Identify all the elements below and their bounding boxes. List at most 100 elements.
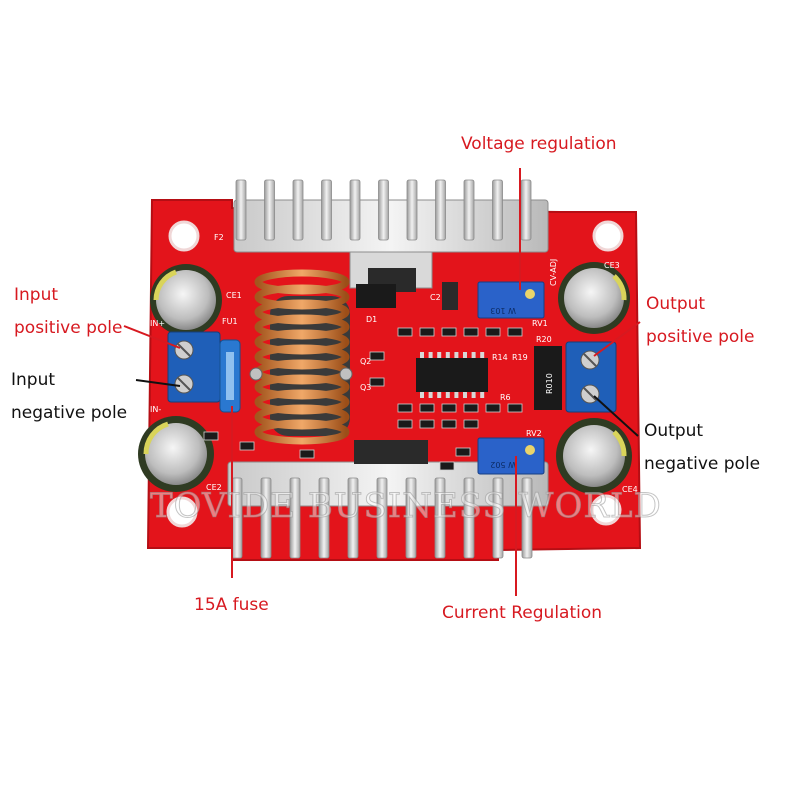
- smd-part: [397, 403, 413, 413]
- ic-pin: [480, 392, 485, 398]
- heatsink-fin: [347, 477, 359, 559]
- heatsink-fin: [349, 179, 361, 241]
- silk-fu1: FU1: [222, 317, 238, 326]
- leader-lines: [123, 168, 641, 596]
- silk-ce4: CE4: [622, 485, 638, 494]
- silk-rv1: RV1: [532, 319, 548, 328]
- inductor-coil: [249, 269, 353, 445]
- capacitor-ce2: [138, 416, 214, 492]
- leader-output-negative: [593, 395, 639, 437]
- silk-ce3: CE3: [604, 261, 620, 270]
- ic-pin: [471, 392, 476, 398]
- heatsink-fin: [260, 477, 272, 559]
- silk-d1: D1: [366, 315, 377, 324]
- potentiometer-voltage: [477, 281, 545, 319]
- smd-part: [439, 461, 455, 471]
- silk-r14: R14: [492, 353, 508, 362]
- smd-part: [239, 441, 255, 451]
- heatsink-fin: [235, 179, 247, 241]
- ic-pin: [454, 392, 459, 398]
- smd-part: [419, 419, 435, 429]
- label-input-negative-line2: negative pole: [11, 403, 128, 423]
- label-current-regulation: Current Regulation: [442, 603, 603, 623]
- leader-input-positive: [123, 325, 181, 349]
- label-output-positive-line1: Output: [646, 294, 706, 314]
- leader-output-positive: [593, 321, 641, 357]
- output-terminal-block: [565, 341, 617, 413]
- capacitor-ce4: [556, 418, 632, 494]
- label-fuse: 15A fuse: [194, 595, 269, 615]
- heatsink-fin: [435, 179, 446, 241]
- silk-f2: F2: [214, 233, 224, 242]
- heatsink-fin: [321, 179, 332, 241]
- ic-pin: [428, 352, 433, 358]
- silk-r20: R20: [536, 335, 552, 344]
- mounting-hole: [168, 220, 200, 252]
- heatsink-fin: [463, 477, 475, 559]
- heatsink-fin: [406, 179, 418, 241]
- heatsink-fin: [434, 477, 446, 559]
- smd-part: [463, 403, 479, 413]
- mounting-hole: [592, 220, 624, 252]
- smd-part: [397, 419, 413, 429]
- potentiometer-current: [477, 437, 545, 475]
- label-output-negative-line2: negative pole: [644, 454, 761, 474]
- mounting-hole: [590, 494, 622, 526]
- smd-part: [485, 327, 501, 337]
- smd-part: [369, 377, 385, 387]
- smd-part: [455, 447, 471, 457]
- silk-q2: Q2: [360, 357, 371, 366]
- smd-part: [441, 327, 457, 337]
- smd-part: [369, 351, 385, 361]
- silk-r6: R6: [500, 393, 511, 402]
- ic-pin: [445, 392, 450, 398]
- silk-in-plus: IN+: [150, 319, 165, 328]
- ic-pin: [445, 352, 450, 358]
- silk-pot-bottom: W 502: [490, 460, 516, 469]
- heatsink-fin: [520, 179, 532, 241]
- smd-part: [419, 327, 435, 337]
- ic-pin: [428, 392, 433, 398]
- ic-pin: [437, 392, 442, 398]
- capacitor-ce3: [558, 262, 630, 334]
- ic-pin: [454, 352, 459, 358]
- smd-part: [507, 403, 523, 413]
- ic-pin: [437, 352, 442, 358]
- smd-part: [463, 419, 479, 429]
- ic-pin: [471, 352, 476, 358]
- silk-shunt: R010: [545, 373, 554, 394]
- heatsink-fin: [378, 179, 389, 241]
- mounting-hole: [166, 496, 198, 528]
- label-input-negative-line1: Input: [11, 370, 56, 390]
- label-input-positive-line2: positive pole: [14, 318, 123, 338]
- smd-part: [419, 403, 435, 413]
- heatsink-fin: [521, 477, 533, 559]
- heatsink-fin: [292, 179, 304, 241]
- ic-pin: [463, 392, 467, 398]
- label-voltage-regulation: Voltage regulation: [461, 134, 617, 154]
- heatsink-fin: [463, 179, 475, 241]
- heatsink-fin: [264, 179, 275, 241]
- smd-part: [463, 327, 479, 337]
- smd-part: [485, 403, 501, 413]
- silk-c2: C2: [430, 293, 441, 302]
- ic-pin: [420, 392, 424, 398]
- label-output-positive-line2: positive pole: [646, 327, 755, 347]
- heatsink-fin: [492, 179, 503, 241]
- heatsink-fin: [318, 477, 330, 559]
- ic-pin: [420, 352, 424, 358]
- watermark: TOVIDE BUSINESS WORLD: [150, 486, 662, 527]
- silk-cv-adj: CV-ADJ: [549, 259, 558, 286]
- control-ic: [416, 358, 488, 392]
- smd-part: [203, 431, 219, 441]
- smd-components: [203, 327, 523, 471]
- capacitor-ce1: [150, 264, 222, 336]
- silk-ce1: CE1: [226, 291, 242, 300]
- silk-pot-top: W 103: [490, 306, 516, 315]
- shunt-resistor: [534, 346, 562, 410]
- heatsink-fin: [492, 477, 504, 559]
- heatsink-bottom: [227, 440, 549, 559]
- label-input-positive-line1: Input: [14, 285, 59, 305]
